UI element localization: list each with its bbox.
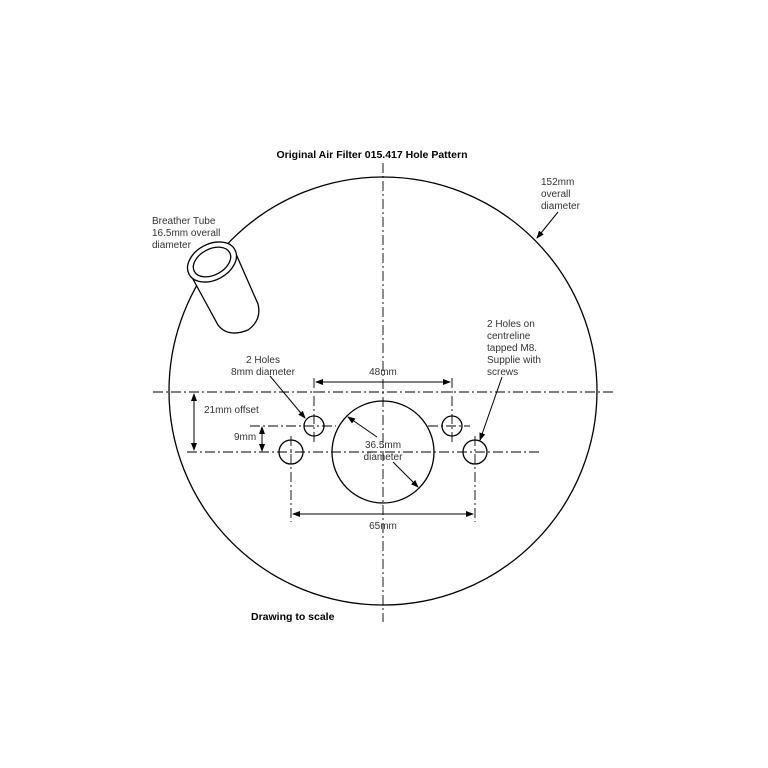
svg-text:Supplie with: Supplie with (487, 355, 541, 366)
breather-tube (186, 241, 260, 334)
8mm-hole-right (441, 415, 463, 437)
filter-outline (168, 176, 598, 606)
leader-m8 (479, 376, 503, 441)
svg-text:152mm: 152mm (541, 177, 574, 188)
svg-text:overall: overall (541, 189, 570, 200)
leader-center-hole-a (347, 416, 378, 438)
label-breather: Breather Tube 16.5mm overall diameter (152, 216, 220, 251)
svg-text:16.5mm overall: 16.5mm overall (152, 228, 220, 239)
svg-text:8mm diameter: 8mm diameter (231, 367, 296, 378)
center-hole (331, 400, 435, 504)
label-center-hole: 36.5mm diameter (364, 440, 404, 463)
label-65mm: 65mm (369, 521, 397, 532)
m8-hole-right (462, 439, 488, 465)
svg-text:Breather Tube: Breather Tube (152, 216, 216, 227)
drawing-title: Original Air Filter 015.417 Hole Pattern (276, 149, 467, 161)
m8-hole-left (278, 439, 304, 465)
leader-center-hole-b (392, 461, 419, 488)
leader-8mm (269, 375, 306, 419)
svg-text:2 Holes: 2 Holes (246, 355, 280, 366)
svg-text:screws: screws (487, 367, 518, 378)
leader-overall (536, 211, 559, 239)
svg-text:diameter: diameter (364, 452, 404, 463)
label-overall-diameter: 152mm overall diameter (541, 177, 581, 212)
label-tapped-holes: 2 Holes on centreline tapped M8. Supplie… (487, 319, 541, 378)
drawing-footer: Drawing to scale (251, 611, 335, 623)
label-21mm-offset: 21mm offset (204, 405, 259, 416)
svg-text:36.5mm: 36.5mm (365, 440, 401, 451)
label-48mm: 48mm (369, 367, 397, 378)
svg-text:tapped M8.: tapped M8. (487, 343, 537, 354)
8mm-hole-left (303, 415, 325, 437)
svg-text:2 Holes on: 2 Holes on (487, 319, 535, 330)
svg-text:diameter: diameter (152, 240, 192, 251)
svg-text:diameter: diameter (541, 201, 581, 212)
label-8mm-holes: 2 Holes 8mm diameter (231, 355, 296, 378)
svg-text:centreline: centreline (487, 331, 531, 342)
label-9mm: 9mm (234, 432, 256, 443)
